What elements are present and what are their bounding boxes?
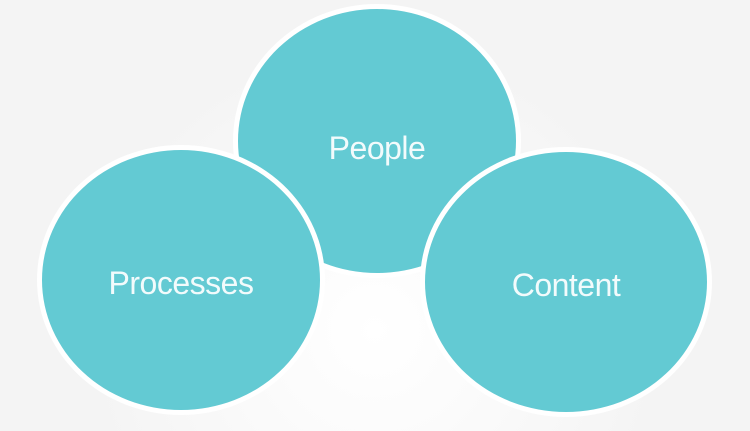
circle-people-label: People: [328, 130, 426, 166]
circle-processes-label: Processes: [108, 265, 254, 301]
circle-content: Content: [420, 147, 712, 417]
circle-processes: Processes: [37, 145, 325, 415]
circle-content-label: Content: [511, 266, 621, 303]
